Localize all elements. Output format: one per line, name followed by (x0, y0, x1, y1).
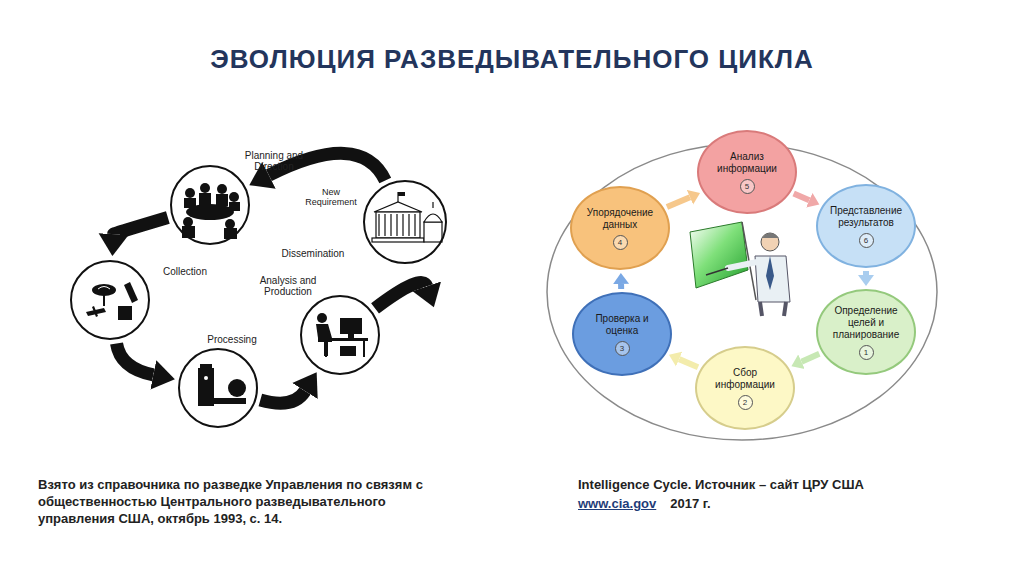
cycle-arrow (117, 344, 154, 375)
step-arrow (863, 271, 869, 275)
step-number: 5 (740, 179, 755, 194)
cycle-step-circle: Анализ информации 5 (697, 130, 797, 214)
step-number: 3 (615, 341, 630, 356)
cycle-stage-circle: Dissemination (363, 180, 447, 264)
source-caption: Взято из справочника по разведке Управле… (38, 476, 458, 527)
cycle-step-circle: Упорядочение данных 4 (570, 186, 670, 270)
step-label: Сбор информации (705, 367, 785, 391)
source-year: 2017 г. (670, 495, 710, 512)
cycle-step-circle: Представление результатов 6 (816, 184, 916, 268)
step-arrow (618, 284, 624, 289)
step-label: Представление результатов (826, 205, 906, 229)
step-number: 1 (859, 345, 874, 360)
step-arrow (667, 197, 690, 207)
stage-label: Processing (200, 334, 264, 345)
stage-label: Dissemination (273, 248, 353, 259)
step-arrow (794, 193, 810, 200)
cycle-step-circle: Проверка и оценка 3 (572, 292, 672, 376)
cycle-stage-circle: Planning and Direction (170, 165, 250, 245)
step-number: 4 (613, 235, 628, 250)
step-label: Определение целей и планирование (826, 305, 906, 341)
stage-label: Analysis and Production (250, 275, 326, 297)
step-label: Упорядочение данных (580, 207, 660, 231)
diagram-title: ЭВОЛЮЦИЯ РАЗВЕДЫВАТЕЛЬНОГО ЦИКЛА (0, 44, 1024, 75)
cycle-arrow (375, 283, 427, 309)
step-label: Анализ информации (707, 151, 787, 175)
cycle-arrow (114, 218, 168, 234)
step-number: 2 (738, 395, 753, 410)
cycle-arrow (260, 391, 305, 403)
stage-label: Planning and Direction (234, 150, 314, 172)
step-number: 6 (859, 233, 874, 248)
cycle-stage-circle: Processing (178, 348, 258, 428)
stage-label: Collection (156, 266, 214, 277)
step-arrow (679, 359, 698, 367)
source-link: www.cia.gov (578, 495, 656, 512)
step-arrow (801, 354, 819, 362)
edge-label: New Requirement (303, 186, 359, 208)
cycle-step-circle: Определение целей и планирование 1 (816, 289, 916, 375)
source-caption: Intelligence Cycle. Источник – сайт ЦРУ … (578, 476, 998, 493)
cycle-step-circle: Сбор информации 2 (695, 346, 795, 430)
cycle-stage-circle: Collection (70, 260, 150, 340)
cycle-stage-circle: Analysis and Production (300, 295, 380, 375)
step-label: Проверка и оценка (582, 313, 662, 337)
